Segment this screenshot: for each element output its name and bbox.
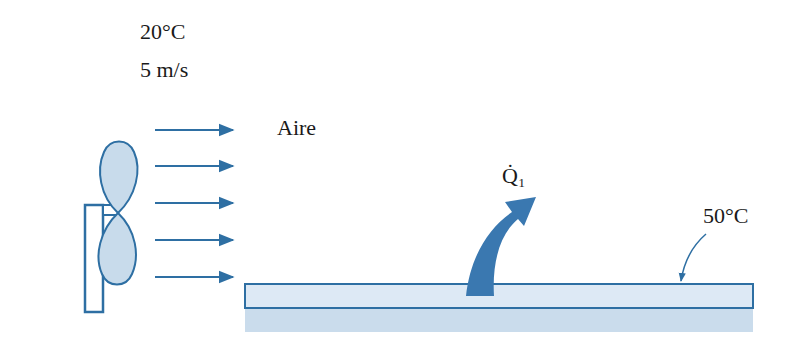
leader-line	[681, 234, 706, 281]
fluid-name: Aire	[277, 116, 316, 140]
air-temperature: 20°C	[140, 20, 185, 44]
fan-blade	[99, 213, 136, 285]
surface-temperature: 50°C	[703, 204, 748, 228]
airflow-arrows	[155, 130, 233, 277]
plate-shadow	[245, 308, 753, 332]
heat-rate-symbol: Q̇₁	[502, 164, 526, 188]
heat-flow-arrow	[466, 197, 536, 296]
fan-blade	[100, 142, 137, 214]
hot-plate	[245, 284, 753, 308]
air-velocity: 5 m/s	[140, 58, 188, 82]
